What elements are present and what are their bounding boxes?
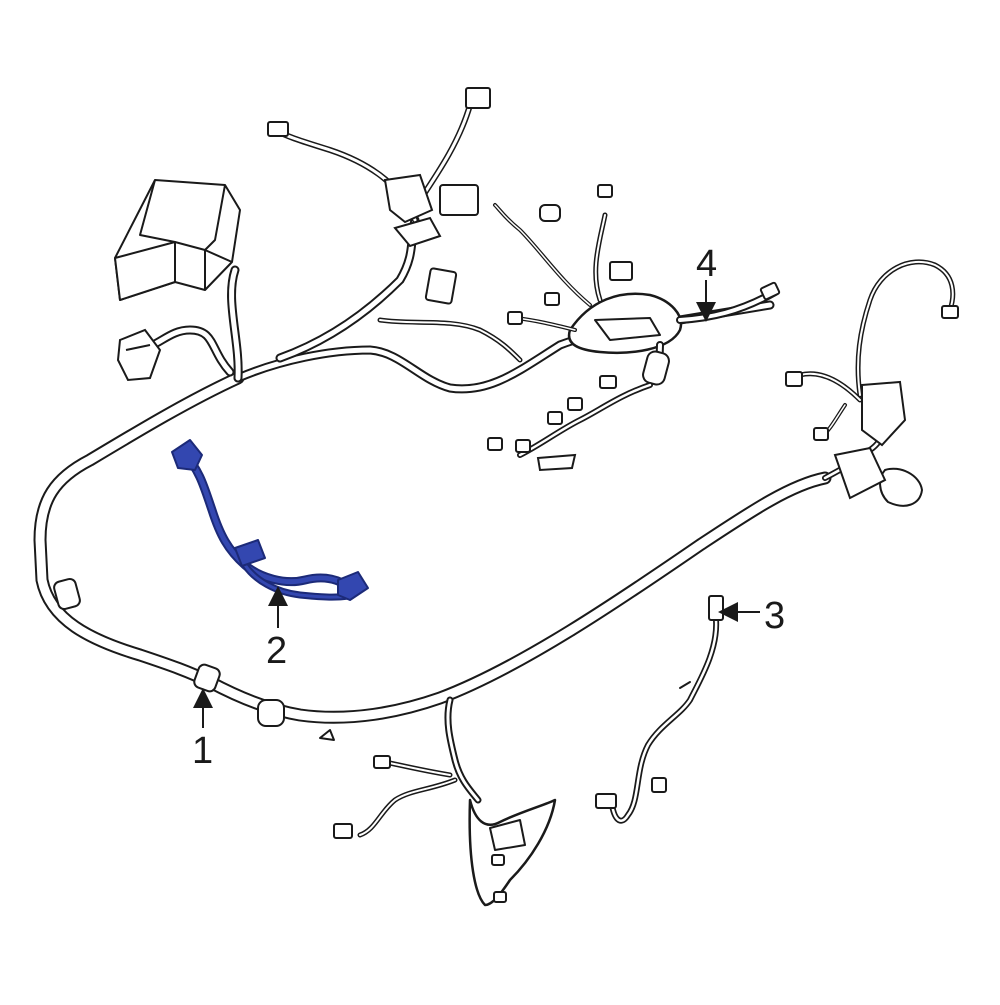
- callout-number-1: 1: [192, 730, 214, 772]
- right-harness-branch: [797, 259, 956, 481]
- fuse-box: [114, 179, 241, 301]
- highlighted-sub-harness: [171, 439, 369, 601]
- small-side-harness: [595, 595, 724, 824]
- bottom-connectors: [333, 755, 507, 903]
- engine-harness-branch: [493, 203, 779, 458]
- callout-number-3: 3: [764, 595, 786, 637]
- upper-connectors: [267, 87, 491, 305]
- callout-leaders: [193, 280, 760, 728]
- callout-number-4: 4: [696, 243, 718, 285]
- bottom-center-branch: [357, 696, 557, 907]
- engine-connectors: [487, 184, 781, 472]
- right-connectors: [785, 305, 959, 507]
- left-connector: [116, 328, 162, 382]
- callout-number-2: 2: [266, 630, 288, 672]
- main-body-harness: [33, 371, 832, 741]
